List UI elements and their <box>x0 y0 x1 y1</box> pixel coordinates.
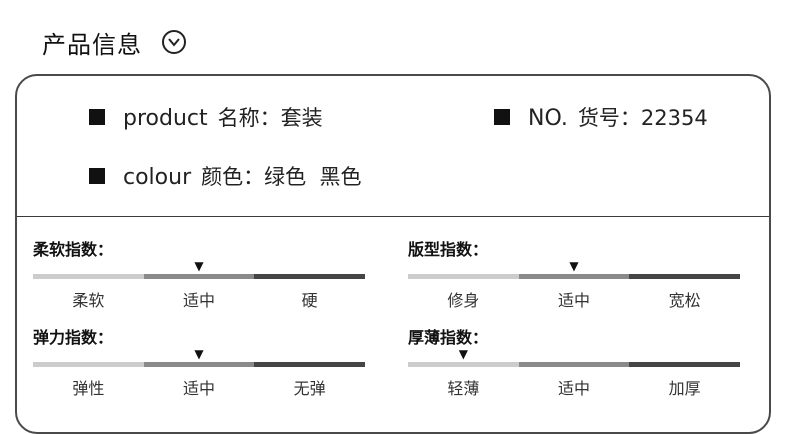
page-title: 产品信息 <box>42 30 142 59</box>
scale-segment <box>254 274 366 279</box>
scale-bar <box>408 274 741 279</box>
scale-label: 适中 <box>183 379 216 398</box>
scale-bar <box>33 274 366 279</box>
scale-fit: 版型指数： ▼ 修身 适中 宽松 <box>408 236 741 311</box>
scale-title: 弹力指数： <box>33 328 114 347</box>
scale-label: 加厚 <box>668 379 701 398</box>
info-product: product 名称：套装 <box>89 102 323 132</box>
info-product-zh: 名称：套装 <box>217 106 323 130</box>
scale-segment <box>629 274 741 279</box>
divider <box>17 216 769 217</box>
selected-marker-icon: ▼ <box>194 259 204 273</box>
scale-thickness: 厚薄指数： ▼ 轻薄 适中 加厚 <box>408 324 741 399</box>
chevron-down-circle-icon[interactable] <box>162 30 186 54</box>
scale-title: 厚薄指数： <box>408 328 489 347</box>
scale-title: 版型指数： <box>408 240 489 259</box>
chevron-down-icon <box>168 37 180 47</box>
scale-label: 轻薄 <box>447 379 480 398</box>
selected-marker-icon: ▼ <box>458 347 468 361</box>
scale-segment <box>518 362 630 367</box>
bullet-square-icon <box>89 109 105 125</box>
info-number-zh: 货号：22354 <box>577 106 708 130</box>
scale-label: 适中 <box>183 291 216 310</box>
info-product-en: product <box>123 106 208 131</box>
scale-label: 适中 <box>558 291 591 310</box>
selected-marker-icon: ▼ <box>194 347 204 361</box>
bullet-square-icon <box>89 168 105 184</box>
scale-label: 宽松 <box>668 291 701 310</box>
bullet-square-icon <box>494 109 510 125</box>
scale-segment <box>143 274 255 279</box>
scale-segment <box>254 362 366 367</box>
scale-title: 柔软指数： <box>33 240 114 259</box>
scale-segment <box>408 362 519 367</box>
scale-segment <box>518 274 630 279</box>
info-number: NO. 货号：22354 <box>494 102 708 132</box>
scale-segment <box>143 362 255 367</box>
section-header: 产品信息 <box>42 24 186 60</box>
info-colour-zh: 颜色：绿色 黑色 <box>201 165 362 189</box>
scale-label: 修身 <box>447 291 480 310</box>
scale-segment <box>408 274 519 279</box>
scale-segment <box>33 274 144 279</box>
scale-bar <box>33 362 366 367</box>
scale-label: 适中 <box>558 379 591 398</box>
info-colour: colour 颜色：绿色 黑色 <box>89 161 361 191</box>
scale-label: 弹性 <box>72 379 105 398</box>
scale-elasticity: 弹力指数： ▼ 弹性 适中 无弹 <box>33 324 366 399</box>
scale-segment <box>33 362 144 367</box>
scale-bar <box>408 362 741 367</box>
info-colour-en: colour <box>123 165 192 190</box>
scale-softness: 柔软指数： ▼ 柔软 适中 硬 <box>33 236 366 311</box>
scale-label: 柔软 <box>72 291 105 310</box>
scale-segment <box>629 362 741 367</box>
scale-label: 硬 <box>301 291 318 310</box>
selected-marker-icon: ▼ <box>569 259 579 273</box>
scale-label: 无弹 <box>293 379 326 398</box>
product-info-card: product 名称：套装 NO. 货号：22354 colour 颜色：绿色 … <box>15 74 771 434</box>
info-number-en: NO. <box>528 106 568 131</box>
